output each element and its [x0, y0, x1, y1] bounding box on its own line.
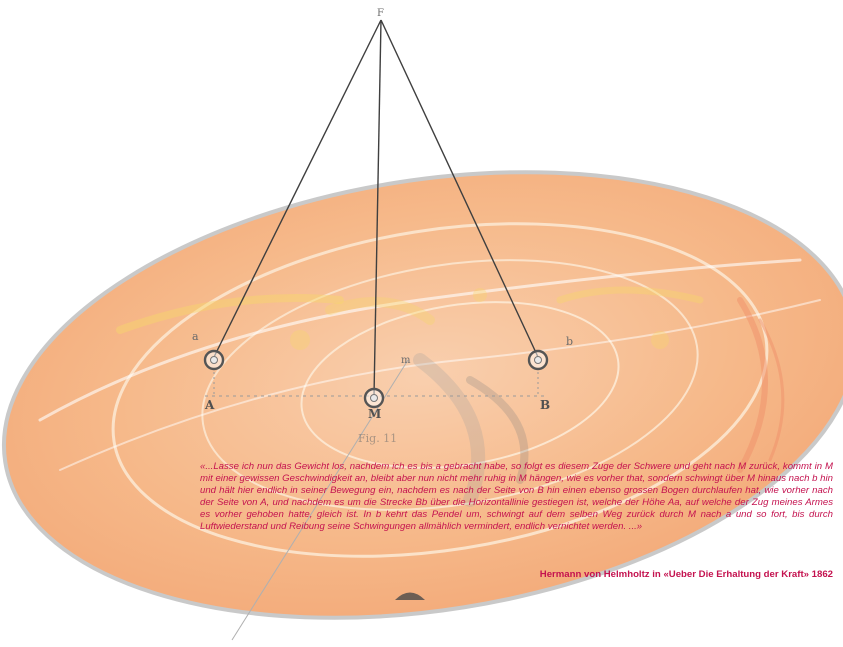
- label-b-capital: B: [540, 398, 550, 412]
- pendulum-bobs: [203, 349, 549, 409]
- string-to-b: [380, 19, 539, 358]
- label-m-capital: M: [368, 407, 381, 421]
- pendulum-lines: [205, 19, 548, 641]
- string-to-m: [373, 19, 382, 397]
- background-disc: [1, 170, 843, 620]
- label-a-capital: A: [204, 398, 215, 412]
- helmholtz-quote: «...Lasse ich nun das Gewicht los, nachd…: [200, 461, 833, 533]
- string-to-a: [213, 19, 382, 358]
- quote-attribution: Hermann von Helmholtz in «Ueber Die Erha…: [539, 569, 833, 580]
- figure-caption: Fig. 11: [358, 432, 397, 445]
- label-b-small: b: [566, 335, 573, 348]
- label-pivot-f: F: [377, 8, 384, 19]
- label-m-small: m: [401, 355, 411, 366]
- label-a-small: a: [192, 330, 199, 343]
